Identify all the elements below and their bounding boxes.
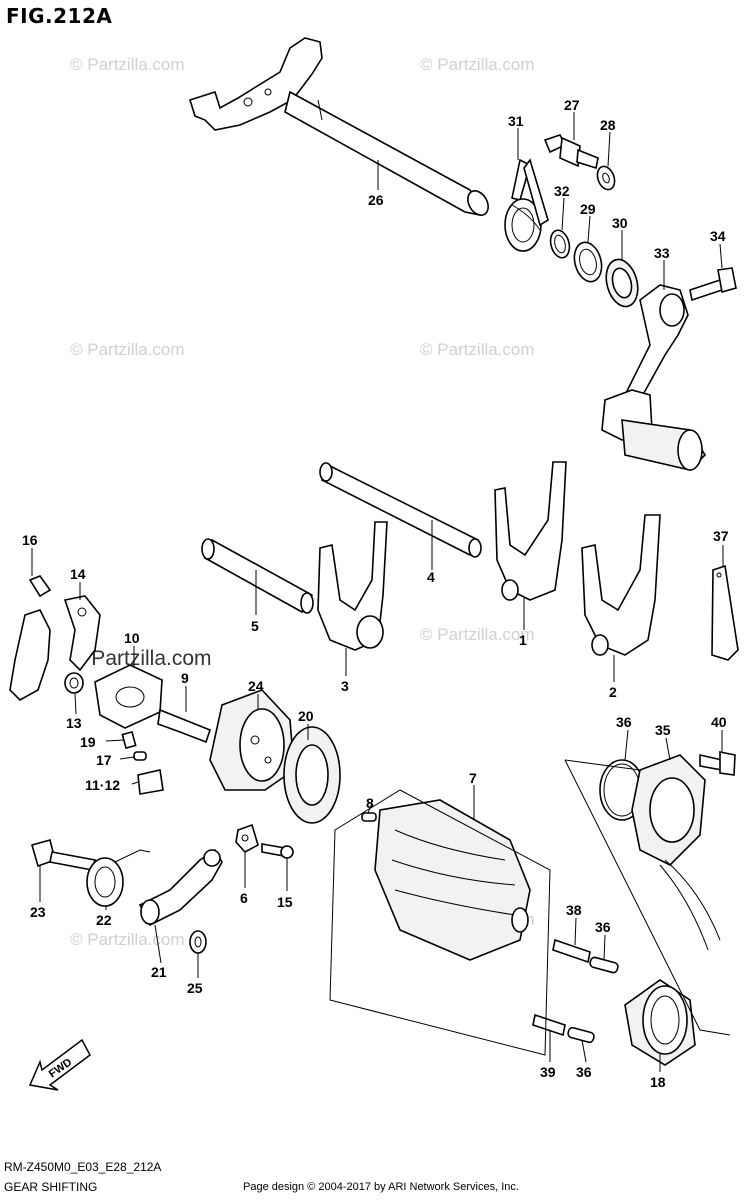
fwd-arrow-icon: FWD (28, 1038, 91, 1091)
callout-14[interactable]: 14 (70, 566, 86, 582)
callout-labels: 26 31 27 28 32 29 30 33 34 4 5 1 2 3 37 … (22, 97, 729, 1090)
callout-7[interactable]: 7 (469, 770, 477, 786)
part-17-pin[interactable] (133, 751, 147, 761)
callout-22[interactable]: 22 (96, 912, 112, 928)
callout-5[interactable]: 5 (251, 618, 259, 634)
callout-3[interactable]: 3 (341, 678, 349, 694)
part-11-12-pawl[interactable] (137, 769, 164, 795)
part-36-pin-upper[interactable] (589, 956, 619, 974)
part-39-spring-lower[interactable] (532, 1013, 566, 1037)
part-30-oil-seal[interactable] (601, 256, 642, 310)
callout-15[interactable]: 15 (277, 894, 293, 910)
part-33-gearshift-lever[interactable] (601, 284, 707, 471)
callout-30[interactable]: 30 (612, 215, 628, 231)
page-credit: Page design © 2004-2017 by ARI Network S… (243, 1181, 519, 1193)
callout-8[interactable]: 8 (366, 795, 374, 811)
part-23-bolt[interactable] (31, 839, 97, 871)
callout-9[interactable]: 9 (181, 670, 189, 686)
callout-16[interactable]: 16 (22, 532, 38, 548)
callout-27[interactable]: 27 (564, 97, 580, 113)
part-6-stopper-plate[interactable] (235, 823, 259, 854)
watermark-3: © Partzilla.com (70, 340, 185, 359)
callout-2[interactable]: 2 (609, 684, 617, 700)
callout-18[interactable]: 18 (650, 1074, 666, 1090)
part-38-guide[interactable] (711, 564, 739, 661)
callout-31[interactable]: 31 (508, 113, 524, 129)
part-29-washer[interactable] (570, 239, 605, 284)
part-21-stopper-arm[interactable] (138, 848, 223, 927)
watermark-7: © Partzilla.com (70, 930, 185, 949)
callout-37[interactable]: 36 (616, 714, 632, 730)
callout-38[interactable]: 37 (713, 528, 729, 544)
callout-35[interactable]: 35 (655, 722, 671, 738)
part-18-needle-bearing[interactable] (624, 979, 696, 1066)
part-5-fork-shaft[interactable] (201, 538, 314, 614)
callout-6[interactable]: 6 (240, 890, 248, 906)
assembly-outline (329, 759, 731, 1056)
section-name: GEAR SHIFTING (4, 1180, 98, 1194)
callout-34[interactable]: 34 (710, 228, 726, 244)
part-14-cam-plate[interactable] (9, 609, 51, 701)
part-35-gear-position-switch[interactable] (631, 754, 721, 951)
watermark-featured: © Partzilla.com (70, 647, 212, 670)
part-13-washer[interactable] (64, 672, 84, 694)
part-25-washer[interactable] (189, 930, 207, 954)
part-22-stopper-spring[interactable] (86, 849, 151, 907)
callout-21[interactable]: 21 (151, 964, 167, 980)
part-14-plate[interactable] (63, 595, 101, 672)
watermark-4: © Partzilla.com (420, 340, 535, 359)
part-15-screw[interactable] (261, 843, 294, 859)
part-27-bolt[interactable] (543, 134, 599, 170)
part-34-bolt[interactable] (689, 267, 737, 302)
callout-39-upper[interactable]: 38 (566, 902, 582, 918)
part-10-pawl-lifter[interactable] (94, 664, 163, 729)
callout-29[interactable]: 29 (580, 201, 596, 217)
part-19-spring[interactable] (121, 730, 137, 750)
callout-25[interactable]: 25 (187, 980, 203, 996)
watermark-1: © Partzilla.com (70, 55, 185, 74)
model-code: RM-Z450M0_E03_E28_212A (4, 1160, 162, 1174)
part-36-pin-lower[interactable] (567, 1026, 595, 1044)
part-4-fork-shaft[interactable] (319, 462, 482, 558)
watermark-2: © Partzilla.com (420, 55, 535, 74)
callout-33[interactable]: 33 (654, 245, 670, 261)
part-39-spring-upper[interactable] (552, 938, 591, 964)
callout-19[interactable]: 19 (80, 734, 96, 750)
callout-1[interactable]: 1 (519, 632, 527, 648)
callout-26[interactable]: 26 (368, 192, 384, 208)
callout-20[interactable]: 20 (298, 708, 314, 724)
part-7-gearshift-drum[interactable] (374, 799, 531, 961)
part-20-bearing[interactable] (283, 726, 341, 824)
part-31-return-spring[interactable] (504, 158, 549, 252)
part-1-shift-fork[interactable] (494, 461, 567, 601)
part-8-pin[interactable] (361, 812, 377, 822)
part-16-bolt[interactable] (28, 575, 52, 598)
part-32-circlip[interactable] (548, 228, 573, 260)
callout-39-lower[interactable]: 39 (540, 1064, 556, 1080)
callout-36-upper[interactable]: 36 (595, 919, 611, 935)
callout-23[interactable]: 23 (30, 904, 46, 920)
callout-40[interactable]: 40 (711, 714, 727, 730)
callout-28[interactable]: 28 (600, 117, 616, 133)
callout-32[interactable]: 32 (554, 183, 570, 199)
part-40-bolt[interactable] (699, 751, 736, 776)
part-9-bolt[interactable] (157, 708, 211, 744)
part-26-gearshift-shaft[interactable] (188, 37, 492, 219)
part-28-washer[interactable] (594, 164, 617, 192)
part-3-shift-fork[interactable] (317, 521, 388, 651)
callout-17[interactable]: 17 (96, 752, 112, 768)
callout-10[interactable]: 10 (124, 630, 140, 646)
callout-24[interactable]: 24 (248, 678, 264, 694)
part-24-gearshift-cam[interactable] (209, 689, 295, 791)
callout-36-lower[interactable]: 36 (576, 1064, 592, 1080)
callout-4[interactable]: 4 (427, 569, 435, 585)
leader-lines (31, 112, 724, 1072)
figure-title: FIG.212A (6, 4, 113, 28)
part-2-shift-fork[interactable] (581, 514, 661, 656)
callout-13[interactable]: 13 (66, 715, 82, 731)
watermark-5: © Partzilla.com (420, 625, 535, 644)
callout-11-12[interactable]: 11·12 (85, 777, 120, 793)
